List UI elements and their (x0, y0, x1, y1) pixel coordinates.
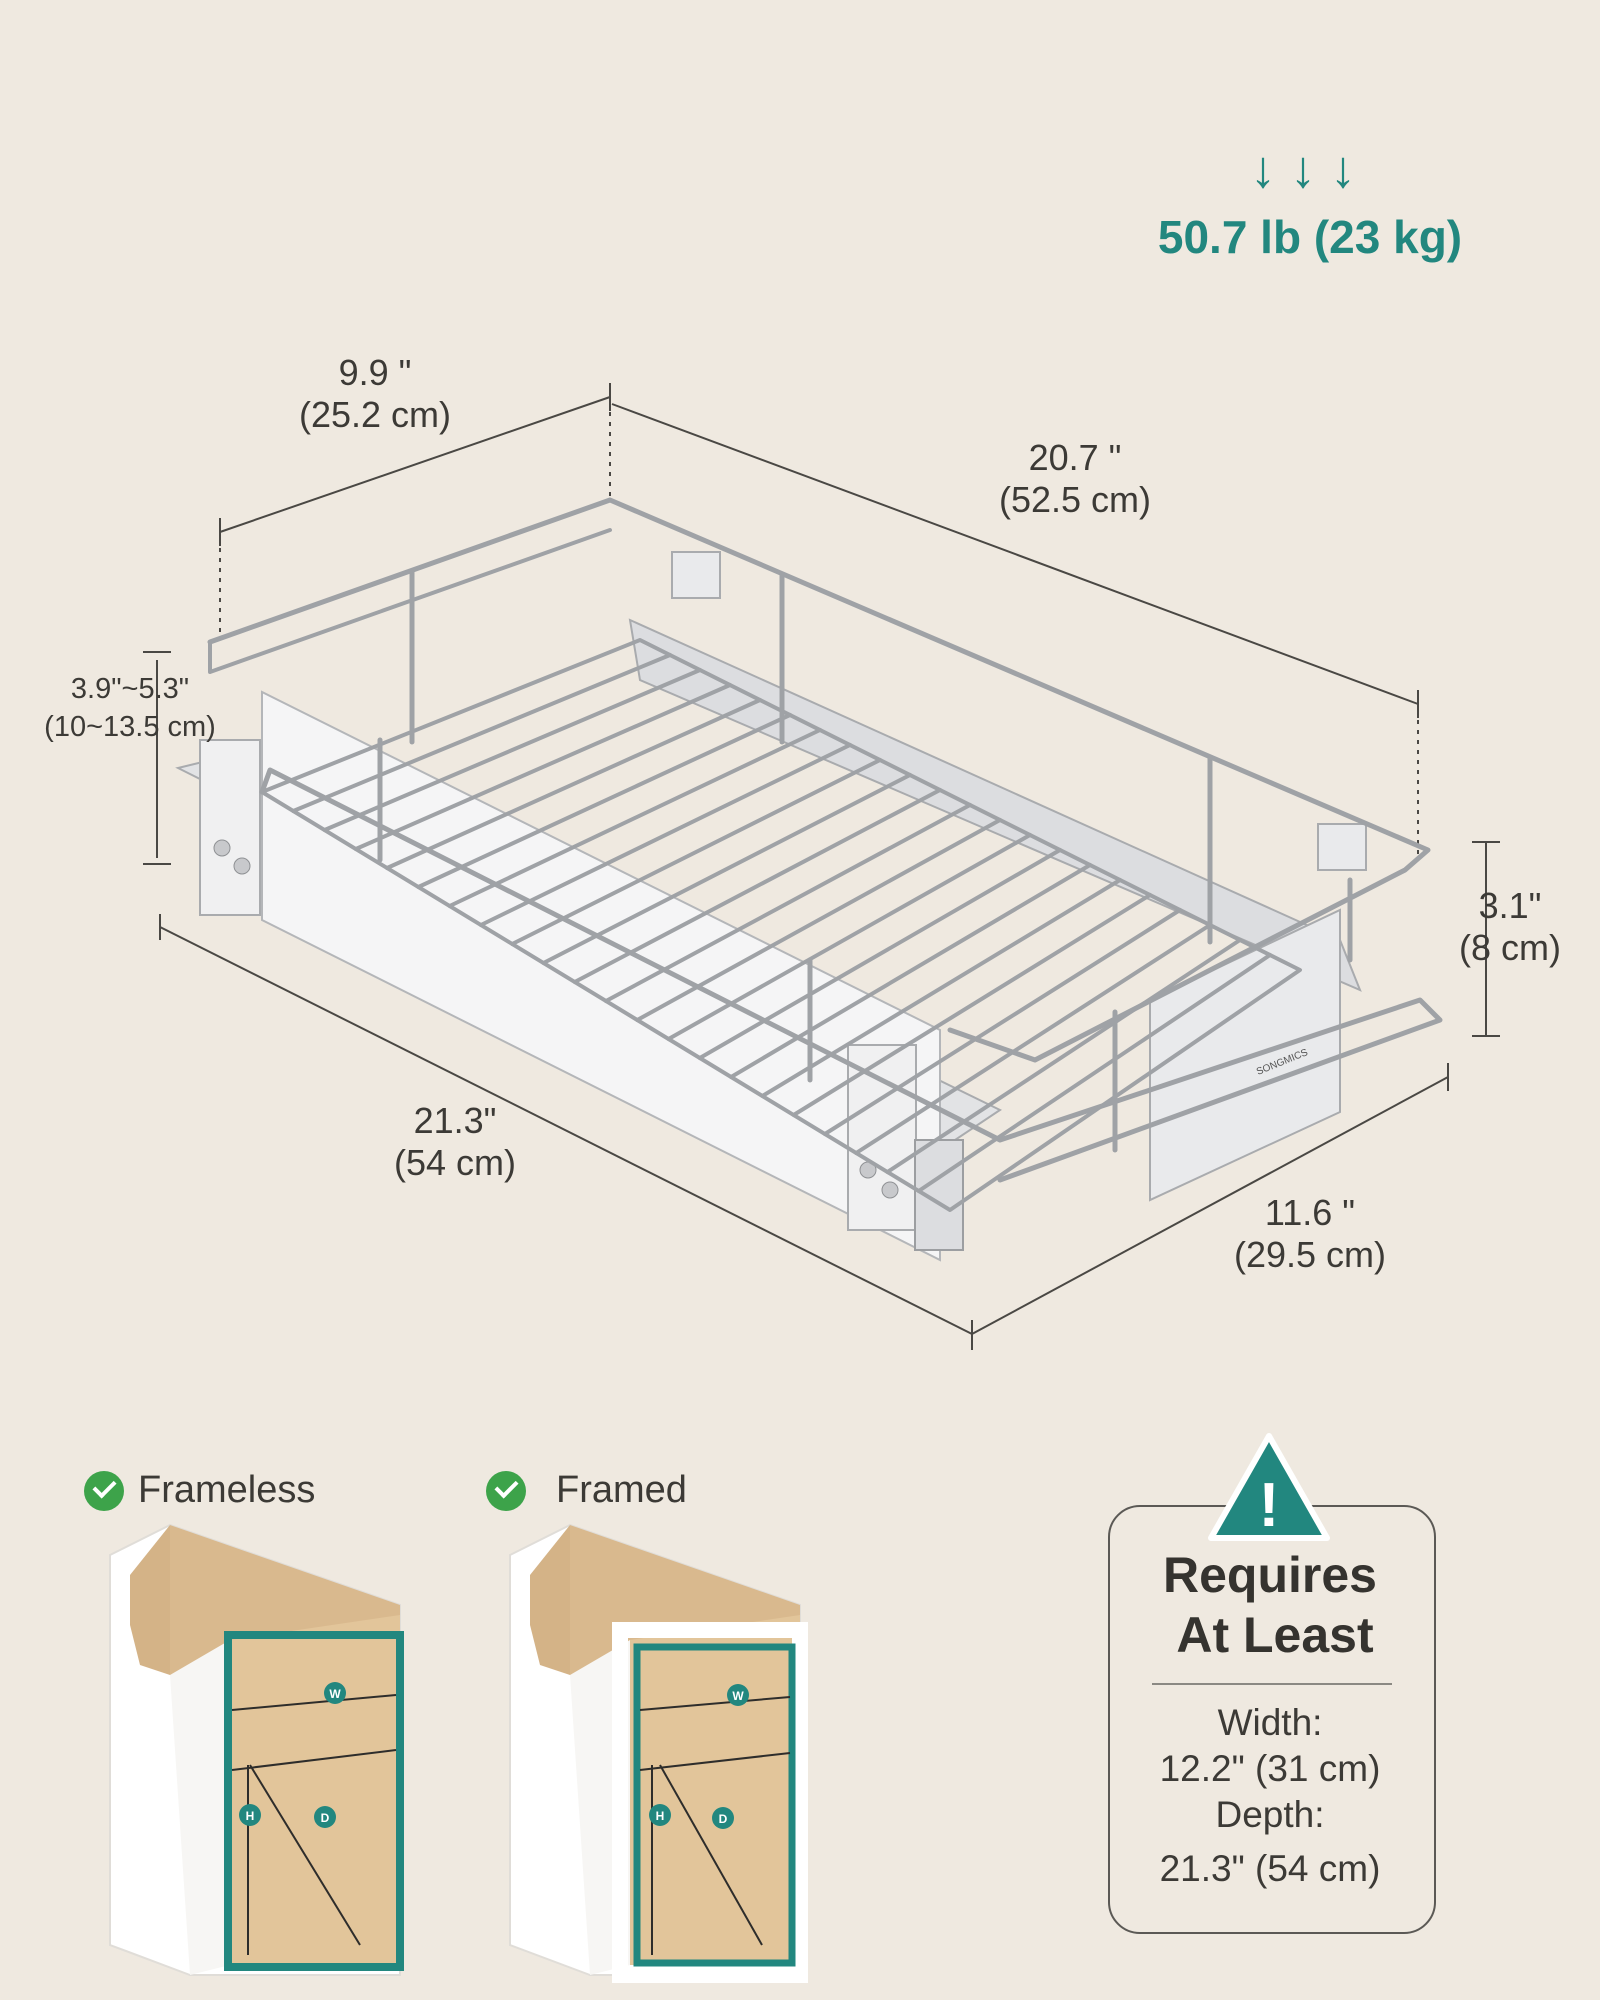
depth-value: 21.3" (54 cm) (1159, 1848, 1381, 1889)
d-marker: D (321, 1811, 330, 1825)
width-label: Width: (1217, 1702, 1323, 1743)
requirements-title: Requires At Least (1163, 1547, 1377, 1663)
frameless-label: Frameless (84, 1468, 315, 1512)
basket-wire (697, 848, 1062, 1060)
warning-icon: ! (1208, 1433, 1330, 1541)
check-icon (84, 1470, 124, 1511)
slide-rails: SONGMICS (175, 551, 1367, 1262)
basket-wire (416, 713, 792, 889)
front-left-bracket (199, 739, 261, 916)
basket-wire (541, 773, 912, 965)
framed-cabinet-illustration: W H D (509, 1523, 808, 1983)
basket-wire (478, 743, 852, 927)
basket-wire (885, 938, 1242, 1174)
wire-basket (207, 497, 1443, 1212)
basket-height-dimension: 3.1" (8 cm) (1459, 885, 1561, 968)
w-marker: W (329, 1687, 341, 1701)
width-bottom-dimension: 11.6 " (29.5 cm) (1233, 1192, 1387, 1275)
weight-value: 50.7 lb (23 kg) (1157, 211, 1463, 263)
requirements-specs: Width: 12.2" (31 cm) Depth: 21.3" (54 cm… (1108, 1700, 1432, 1892)
h-marker: H (246, 1809, 255, 1823)
d-marker: D (719, 1812, 728, 1826)
weight-capacity: ↓↓↓ 50.7 lb (23 kg) (1100, 140, 1520, 264)
dimension-lines (143, 383, 1500, 1350)
warning-symbol: ! (1259, 1471, 1280, 1540)
rear-right-bracket (1317, 823, 1367, 871)
basket-wire (353, 683, 732, 851)
width-top-dimension-line (219, 396, 611, 533)
width-value: 12.2" (31 cm) (1159, 1748, 1381, 1789)
basket-wire (916, 953, 1272, 1193)
basket-wire (447, 728, 822, 908)
check-icon (486, 1470, 526, 1511)
basket-wire (322, 668, 702, 832)
width-bottom-dimension-line (971, 1076, 1449, 1335)
basket-wire (822, 908, 1182, 1136)
basket-wire (385, 698, 762, 870)
rear-left-bracket (671, 551, 721, 599)
height-adjust-dimension: 3.9"~5.3" (10~13.5 cm) (44, 673, 216, 743)
length-top-dimension-line (611, 403, 1419, 705)
down-arrows-icon: ↓↓↓ (1250, 141, 1370, 199)
requirements-card (1108, 1505, 1436, 1934)
width-top-dimension: 9.9 " (25.2 cm) (298, 352, 452, 435)
requirements-divider (1152, 1683, 1392, 1685)
basket-wire (572, 788, 942, 984)
w-marker: W (732, 1689, 744, 1703)
framed-label: Framed (486, 1468, 687, 1512)
frameless-cabinet-illustration: W H D (109, 1523, 404, 1976)
basket-wire (791, 893, 1152, 1117)
basket-wire (291, 653, 672, 813)
basket-wire (729, 863, 1092, 1079)
basket-wire (760, 878, 1122, 1098)
basket-drawing: SONGMICS (143, 383, 1500, 1350)
length-bottom-dimension-line (159, 926, 973, 1335)
basket-wire (510, 758, 882, 946)
depth-label: Depth: (1215, 1794, 1325, 1835)
h-marker: H (656, 1809, 665, 1823)
length-top-dimension: 20.7 " (52.5 cm) (998, 437, 1152, 520)
length-bottom-dimension: 21.3" (54 cm) (393, 1100, 516, 1183)
basket-wire (854, 923, 1212, 1155)
